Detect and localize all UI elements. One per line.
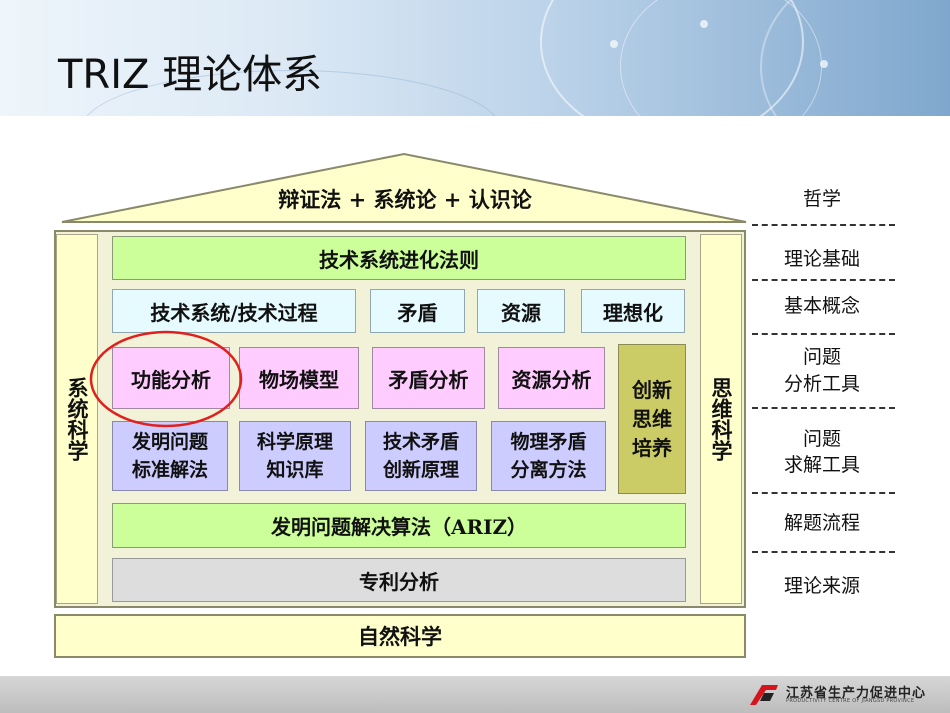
solve-line-1: 科学原理 <box>256 431 333 453</box>
label-theory-basis: 理论基础 <box>783 248 860 270</box>
innovative-thinking-box: 创新 思维 培养 <box>618 344 686 494</box>
label-source: 理论来源 <box>783 575 860 597</box>
pillar-systems-science: 系统科学 <box>56 234 98 604</box>
divider <box>752 492 895 494</box>
divider <box>752 333 895 335</box>
logo-mark-icon <box>750 685 778 705</box>
decor-dot <box>700 20 708 28</box>
divider <box>752 279 895 281</box>
solve-line-1: 发明问题 <box>131 431 208 453</box>
solve-knowledge-base: 科学原理 知识库 <box>239 421 351 491</box>
concept-system-process: 技术系统/技术过程 <box>112 289 356 333</box>
label-analysis-tools-2: 分析工具 <box>783 373 860 395</box>
divider <box>752 407 895 409</box>
solve-line-1: 物理矛盾 <box>510 431 587 453</box>
logo-name: 江苏省生产力促进中心 <box>786 686 927 701</box>
concept-resource: 资源 <box>477 289 565 333</box>
solve-line-2: 创新原理 <box>382 459 459 481</box>
tool-function-analysis: 功能分析 <box>112 347 230 409</box>
label-philosophy: 哲学 <box>802 188 841 210</box>
tool-contradiction-analysis: 矛盾分析 <box>372 347 485 409</box>
pillar-thinking-science: 思维科学 <box>700 234 742 604</box>
solve-line-2: 标准解法 <box>131 459 208 481</box>
decor-dot <box>610 40 618 48</box>
logo-subtitle: PRODUCTIVITY CENTRE OF JIANGSU PROVINCE <box>786 698 915 704</box>
label-process: 解题流程 <box>783 512 860 534</box>
label-analysis-tools-1: 问题 <box>802 346 841 368</box>
tool-resource-analysis: 资源分析 <box>498 347 605 409</box>
thinking-line-1: 创新 <box>632 377 672 402</box>
label-solving-tools-1: 问题 <box>802 428 841 450</box>
solve-inventive-principles: 技术矛盾 创新原理 <box>365 421 477 491</box>
tool-substance-field: 物场模型 <box>239 347 359 409</box>
solve-separation-methods: 物理矛盾 分离方法 <box>491 421 606 491</box>
thinking-line-2: 思维 <box>632 406 672 431</box>
solve-line-1: 技术矛盾 <box>382 431 459 453</box>
natural-science-foundation: 自然科学 <box>54 614 746 658</box>
divider <box>752 224 895 226</box>
concept-contradiction: 矛盾 <box>370 289 465 333</box>
solve-line-2: 分离方法 <box>510 459 587 481</box>
ariz-box: 发明问题解决算法（ARIZ） <box>112 503 686 548</box>
concept-ideality: 理想化 <box>581 289 685 333</box>
header-banner <box>0 0 950 116</box>
page-title: TRIZ 理论体系 <box>58 52 323 98</box>
evolution-laws-box: 技术系统进化法则 <box>112 236 686 280</box>
label-solving-tools-2: 求解工具 <box>783 454 860 476</box>
divider <box>752 551 895 553</box>
thinking-line-3: 培养 <box>632 435 672 460</box>
decor-dot <box>820 60 828 68</box>
footer-bar <box>0 676 950 713</box>
roof-label: 辩证法 + 系统论 + 认识论 <box>278 187 532 212</box>
patent-analysis-box: 专利分析 <box>112 558 686 602</box>
decor-swirl <box>760 0 950 116</box>
solve-line-2: 知识库 <box>266 459 324 481</box>
label-basic-concepts: 基本概念 <box>783 295 860 317</box>
solve-standard-solutions: 发明问题 标准解法 <box>112 421 228 491</box>
